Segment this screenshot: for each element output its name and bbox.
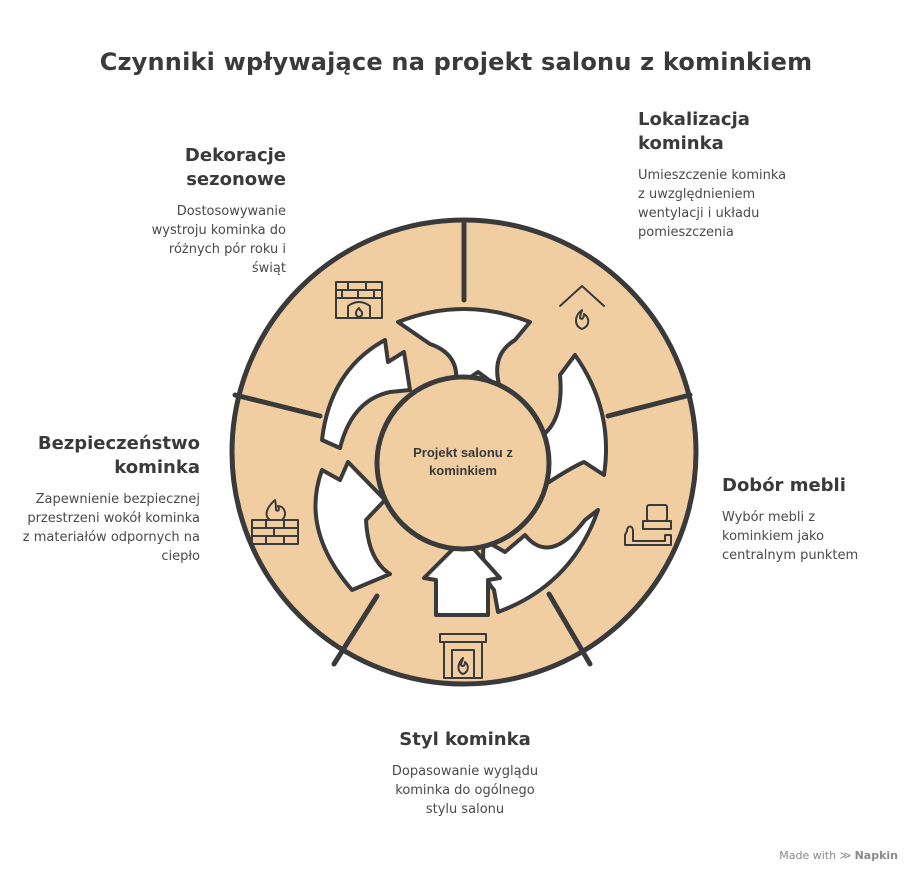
arrow-ring [313, 307, 608, 617]
brick-fire-icon [251, 499, 299, 545]
factor-description: Wybór mebli z kominkiem jako centralnym … [722, 510, 859, 563]
segment-dividers [232, 221, 693, 667]
house-flame-icon [559, 285, 605, 330]
factor-description: Umieszczenie kominka z uwzględnieniem we… [638, 168, 787, 240]
factor-bezpieczenstwo: Bezpieczeństwo kominka Zapewnienie bezpi… [20, 432, 200, 566]
napkin-brand: Napkin [854, 849, 898, 862]
factor-title: Bezpieczeństwo kominka [37, 433, 200, 478]
brick-fireplace-icon [335, 281, 383, 319]
made-with-label: Made with [779, 849, 837, 862]
factor-styl: Styl kominka Dopasowanie wyglądu kominka… [380, 728, 550, 819]
center-label-line1: Projekt salonu z [413, 445, 513, 460]
center-circle [374, 374, 552, 552]
fireplace-icon [439, 633, 487, 679]
factor-meble: Dobór mebli Wybór mebli z kominkiem jako… [722, 474, 862, 565]
factor-description: Dopasowanie wyglądu kominka do ogólnego … [391, 764, 539, 817]
factor-title: Dekoracje sezonowe [184, 145, 286, 190]
center-label-line2: kominkiem [429, 463, 497, 478]
factor-description: Zapewnienie bezpiecznej przestrzeni wokó… [22, 492, 200, 564]
factor-title: Dobór mebli [722, 475, 846, 496]
diagram-title: Czynniki wpływające na projekt salonu z … [99, 48, 813, 76]
factor-title: Styl kominka [399, 729, 531, 750]
factor-dekoracje: Dekoracje sezonowe Dostosowywanie wystro… [140, 144, 286, 278]
factor-lokalizacja: Lokalizacja kominka Umieszczenie kominka… [638, 108, 788, 242]
sofa-armchair-icon [624, 504, 672, 546]
factor-title: Lokalizacja kominka [638, 109, 750, 154]
napkin-logo-icon: ≫ [839, 849, 852, 862]
made-with-napkin: Made with ≫ Napkin [779, 849, 898, 862]
factor-description: Dostosowywanie wystroju kominka do różny… [151, 204, 286, 276]
